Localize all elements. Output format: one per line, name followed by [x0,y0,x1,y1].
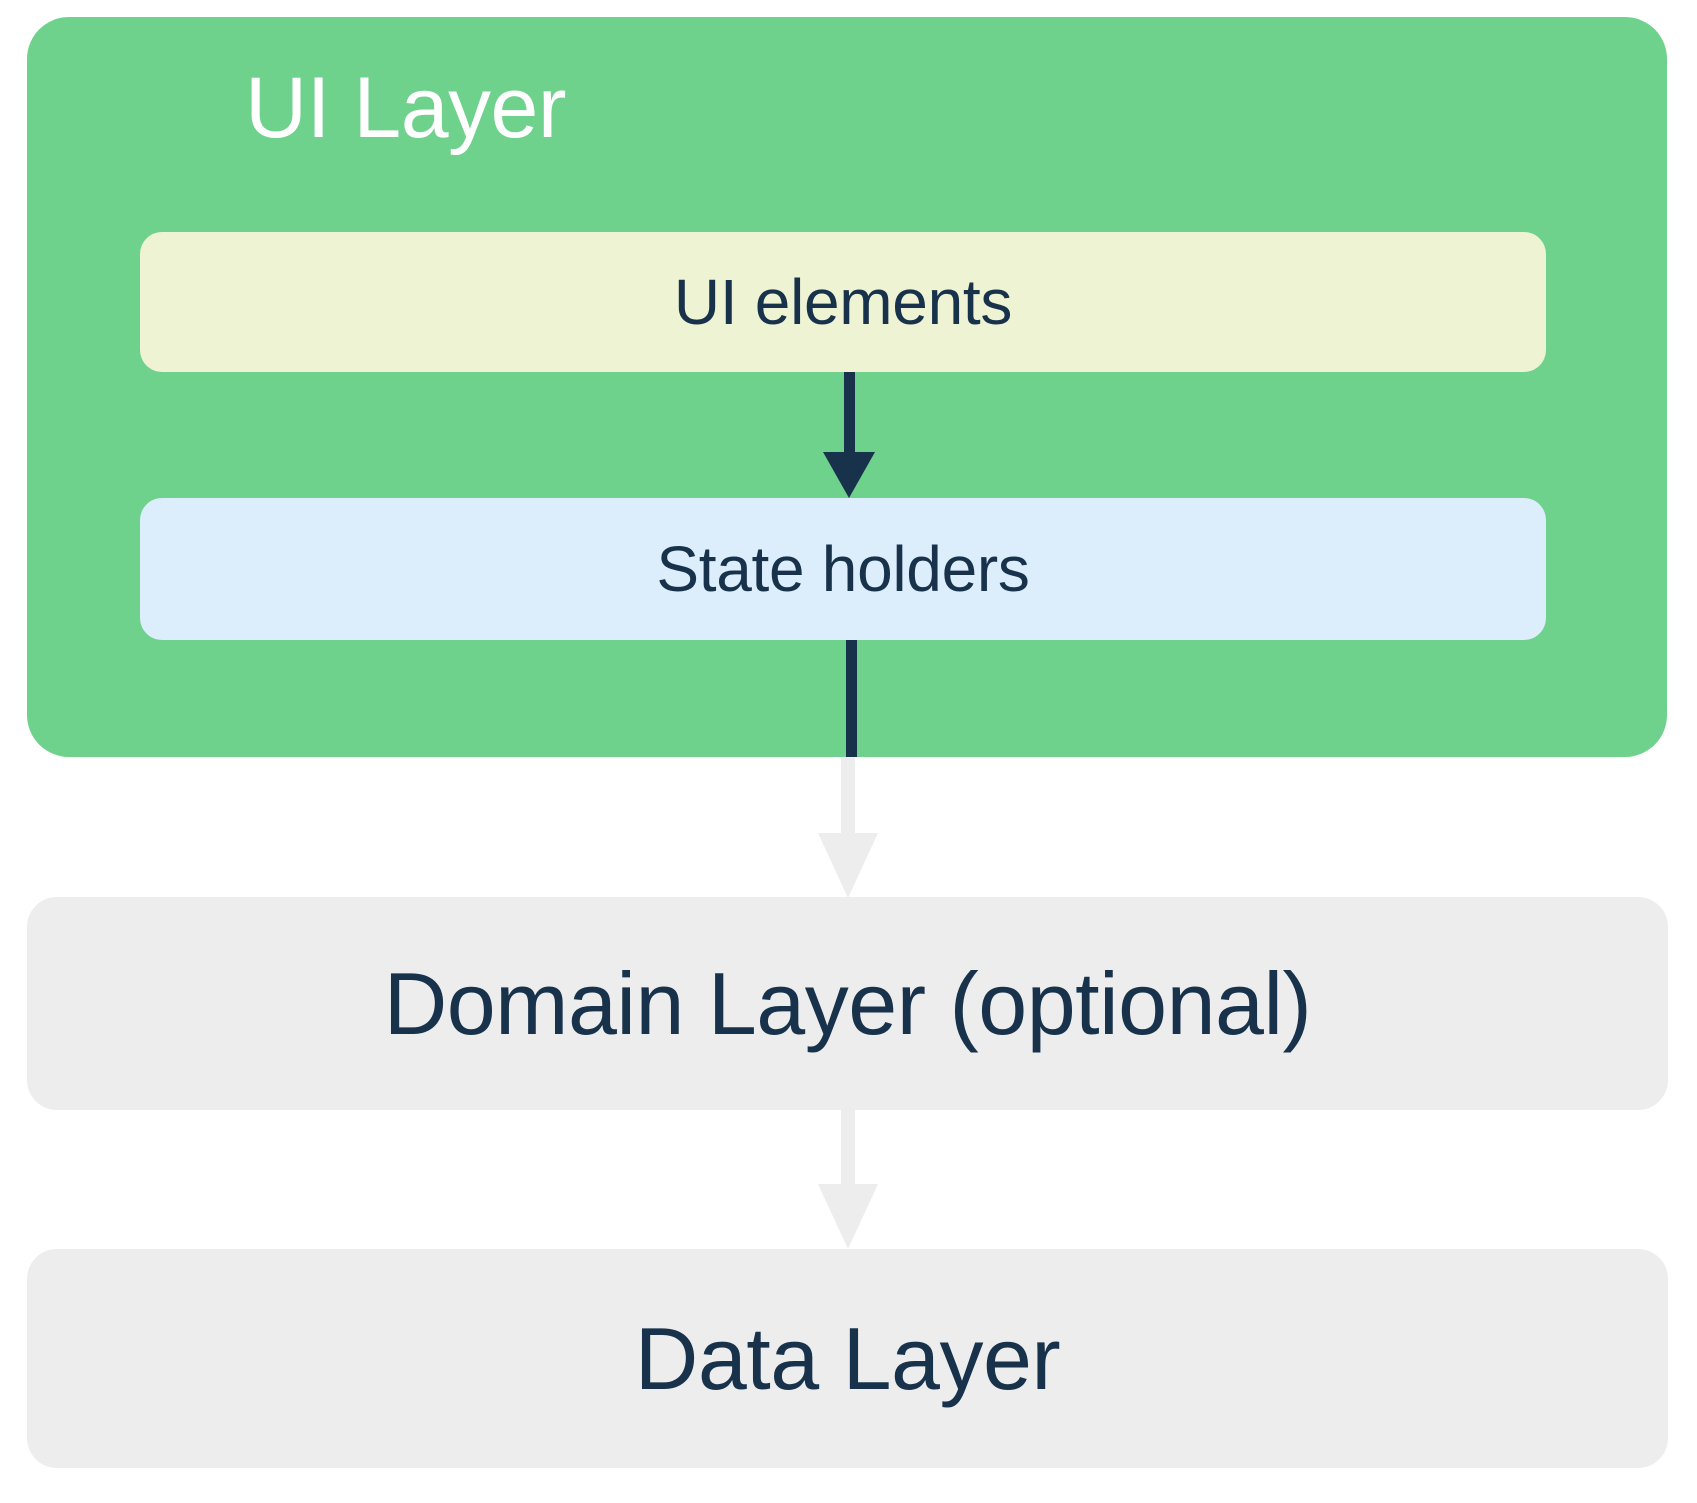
ui-elements-box[interactable]: UI elements [140,232,1546,372]
ui-layer-title: UI Layer [245,60,567,156]
domain-layer-label: Domain Layer (optional) [383,953,1312,1053]
arrow-down-icon-ui-layer-to-domain-layer [818,757,878,898]
state-holders-box[interactable]: State holders [140,498,1546,640]
arrow-down-icon-ui-to-state [823,372,875,498]
arrow-down-icon-domain-layer-to-data-layer [818,1110,878,1249]
ui-elements-label: UI elements [673,266,1013,338]
data-layer-label: Data Layer [634,1308,1061,1408]
ui-layer-container: UI Layer UI elements State holders [27,17,1667,757]
state-holders-label: State holders [656,533,1030,605]
connector-line-state-holders-down [846,640,857,757]
domain-layer-box[interactable]: Domain Layer (optional) [27,897,1668,1110]
data-layer-box[interactable]: Data Layer [27,1249,1668,1468]
